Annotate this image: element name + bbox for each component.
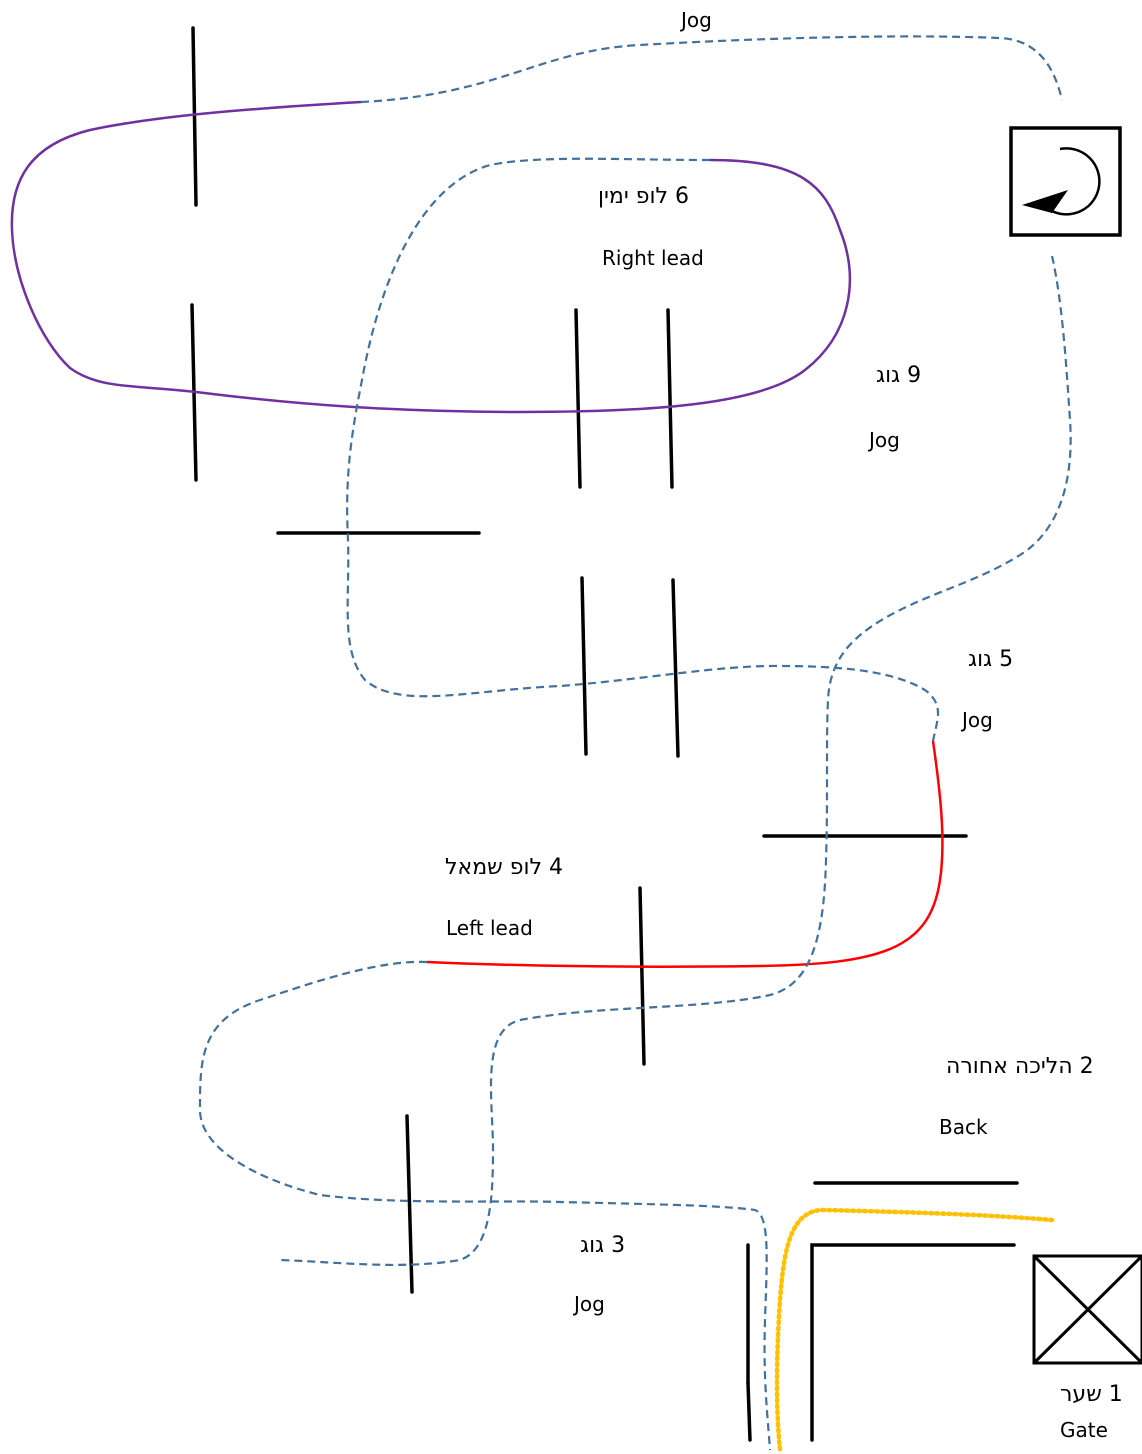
jog-top-label: Jog xyxy=(681,8,712,32)
pole xyxy=(574,308,582,489)
left-lead-hebrew-label: 4 לופ שמאל xyxy=(445,855,563,880)
jog-paths xyxy=(198,35,1072,1451)
jog-path xyxy=(198,960,772,1451)
crossed-box-icon xyxy=(1032,1254,1142,1365)
jog-3-label: Jog xyxy=(574,1292,605,1316)
pole xyxy=(405,1114,414,1294)
jog-9-label: Jog xyxy=(869,428,900,452)
back-hebrew-label: 2 הליכה אחורה xyxy=(946,1054,1094,1079)
jog-9-hebrew-label: 9 גוג xyxy=(876,363,922,388)
jog-path xyxy=(360,35,1064,104)
left-lead-label: Left lead xyxy=(446,916,533,940)
jog-5-label: Jog xyxy=(962,708,993,732)
back-label: Back xyxy=(939,1115,988,1139)
back-path xyxy=(774,1207,1055,1453)
jog-path xyxy=(279,255,1072,1267)
right-lead-path xyxy=(10,100,852,414)
right-lead-hebrew-label: 6 לופ ימין xyxy=(598,184,689,209)
gate-hebrew-label: 1 שער xyxy=(1060,1382,1123,1407)
pole xyxy=(191,26,198,207)
left-lead-path xyxy=(426,740,944,969)
circular-arrow-icon xyxy=(1009,126,1122,237)
chute-rail xyxy=(746,1381,752,1442)
pole xyxy=(666,308,674,489)
right-lead-label: Right lead xyxy=(602,246,704,270)
jog-3-hebrew-label: 3 גוג xyxy=(580,1233,626,1258)
obstacle-poles xyxy=(190,26,1019,1442)
gate-corner-rail xyxy=(810,1243,1016,1442)
gate-label: Gate xyxy=(1060,1418,1108,1442)
pole xyxy=(671,578,680,758)
pole xyxy=(638,886,646,1066)
jog-5-hebrew-label: 5 גוג xyxy=(968,647,1014,672)
pole xyxy=(580,576,588,756)
